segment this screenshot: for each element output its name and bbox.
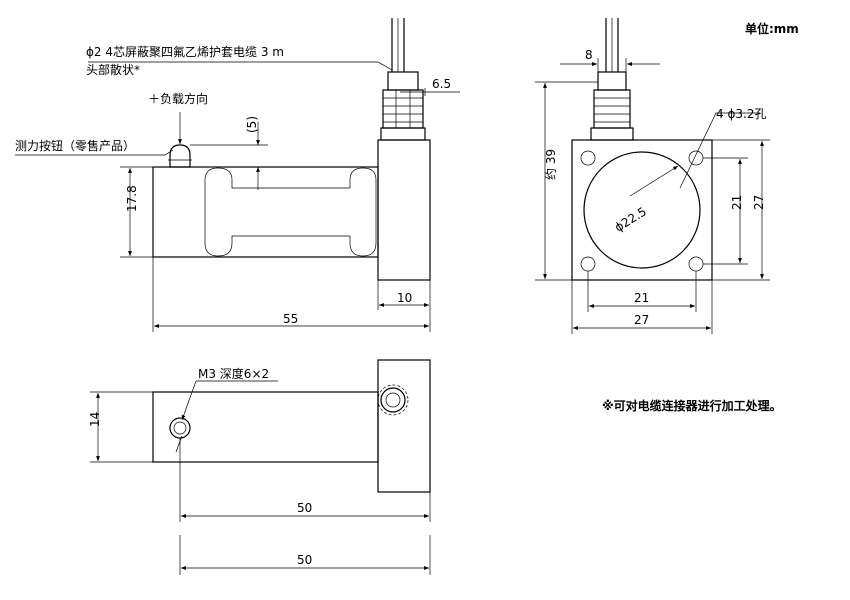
mount-hole-tl bbox=[580, 150, 596, 166]
dim-50-a: 50 bbox=[297, 501, 312, 515]
gland-end-inner bbox=[385, 392, 401, 408]
gland-end-outer bbox=[380, 387, 406, 413]
bottom-beam bbox=[152, 391, 379, 463]
dim-8: 8 bbox=[585, 48, 593, 62]
dim-55: 55 bbox=[283, 312, 298, 326]
holes-leader bbox=[679, 112, 760, 189]
m3-hole-inner bbox=[173, 421, 187, 435]
cable bbox=[391, 18, 405, 72]
button-label: 测力按钮（零售产品） bbox=[15, 138, 135, 153]
unit-label: 单位:mm bbox=[745, 21, 799, 36]
cable-label: ϕ2 4芯屏蔽聚四氟乙烯护套电缆 3 m bbox=[86, 45, 284, 59]
connector-block bbox=[377, 139, 431, 281]
sensor-beam bbox=[152, 166, 379, 258]
dim-21-h: 21 bbox=[634, 291, 649, 305]
dim-14: 14 bbox=[88, 412, 102, 427]
m3-hole-outer bbox=[169, 417, 191, 439]
holes-label: 4 ϕ3.2孔 bbox=[716, 107, 766, 121]
dim-10: 10 bbox=[397, 291, 412, 305]
mount-hole-tr bbox=[688, 150, 704, 166]
side-view bbox=[535, 18, 770, 334]
cable-gland bbox=[380, 71, 426, 141]
button-leader bbox=[15, 149, 174, 156]
dim-39: 约 39 bbox=[543, 149, 558, 180]
dim-50-b: 50 bbox=[297, 553, 312, 567]
mount-hole-bl bbox=[580, 256, 596, 272]
front-view bbox=[15, 18, 460, 332]
bottom-view bbox=[90, 359, 431, 575]
load-direction-label: ＋负载方向 bbox=[148, 91, 208, 106]
dim-21-v: 21 bbox=[730, 195, 744, 210]
dim-27-h: 27 bbox=[634, 313, 649, 327]
load-button bbox=[169, 144, 191, 168]
cable-leader bbox=[88, 61, 393, 71]
bottom-connector bbox=[377, 359, 431, 493]
dim-5: (5) bbox=[245, 116, 259, 133]
dim-17-8: 17.8 bbox=[125, 185, 139, 212]
mount-hole-label: M3 深度6×2 bbox=[198, 366, 269, 381]
machining-note: ※可对电缆连接器进行加工处理。 bbox=[602, 398, 782, 413]
diameter-label: ϕ22.5 bbox=[612, 204, 649, 234]
dim-27-v: 27 bbox=[752, 195, 766, 210]
dim-6-5: 6.5 bbox=[432, 77, 451, 91]
side-plate bbox=[571, 139, 713, 281]
mount-hole-br bbox=[688, 256, 704, 272]
cable-end-label: 头部散状* bbox=[86, 62, 140, 77]
side-diaphragm-circle bbox=[583, 151, 701, 269]
beam-slot bbox=[204, 167, 377, 257]
